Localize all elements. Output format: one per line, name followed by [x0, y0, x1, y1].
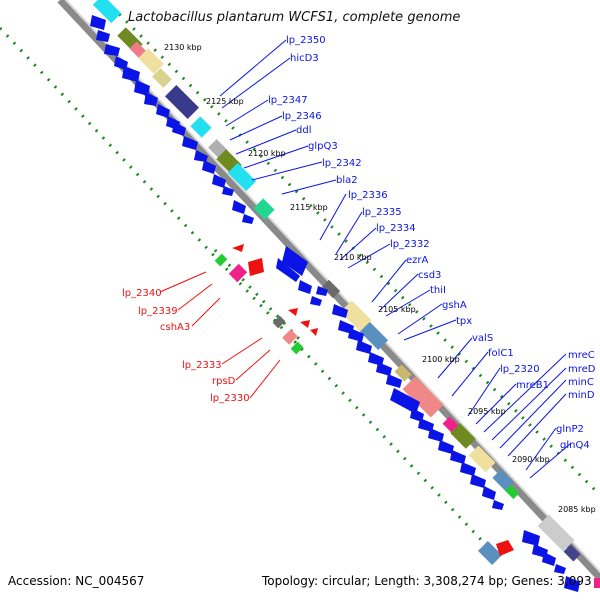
inner-dotted-track-2	[213, 248, 302, 342]
gene-label: minD	[568, 390, 595, 401]
map-title: Lactobacillus plantarum WCFS1, complete …	[128, 10, 461, 25]
red-leader-lines	[159, 271, 281, 399]
tick-label: 2100 kbp	[422, 355, 460, 364]
gene-label: lp_2350	[286, 35, 326, 46]
blue-gene-arrows	[90, 15, 580, 592]
genome-summary-text: Topology: circular; Length: 3,308,274 bp…	[262, 574, 592, 588]
tick-label: 2120 kbp	[248, 149, 286, 158]
gene-label: minC	[568, 377, 594, 388]
inner-dotted-track	[0, 26, 502, 562]
gene-label: glnP2	[556, 424, 584, 435]
gene-label: lp_2347	[268, 95, 308, 106]
gene-label: gshA	[442, 300, 467, 311]
gene-label: lp_2342	[322, 158, 362, 169]
gene-label: tpx	[456, 316, 472, 327]
tick-label: 2115 kbp	[290, 203, 328, 212]
gene-label: csd3	[418, 270, 441, 281]
gene-label: lp_2335	[362, 207, 402, 218]
gene-label: lp_2346	[282, 111, 322, 122]
tick-label: 2105 kbp	[378, 305, 416, 314]
red-gene-labels: lp_2340 lp_2339 cshA3 lp_2333 rpsD lp_23…	[122, 288, 250, 404]
gene-label: lp_2339	[138, 306, 178, 317]
gene-label: lp_2332	[390, 239, 430, 250]
gene-label: thiI	[430, 285, 446, 296]
gene-label: lp_2330	[210, 393, 250, 404]
gene-label: folC1	[488, 348, 514, 359]
gene-label: rpsD	[212, 376, 236, 387]
tick-label: 2125 kbp	[206, 97, 244, 106]
tick-label: 2110 kbp	[334, 253, 372, 262]
gene-label: glpQ3	[308, 141, 338, 152]
gene-label: lp_2333	[182, 360, 222, 371]
tick-label: 2095 kbp	[468, 407, 506, 416]
gene-label: mreB1	[516, 380, 549, 391]
gene-label: ddl	[296, 125, 311, 136]
gene-label: ezrA	[406, 255, 429, 266]
gene-label: cshA3	[160, 322, 190, 333]
gene-label: lp_2336	[348, 190, 388, 201]
red-gene-arrows	[214, 244, 514, 556]
gene-label: glnQ4	[560, 440, 590, 451]
gene-label: bla2	[336, 175, 358, 186]
gene-label: hicD3	[290, 53, 319, 64]
accession-text: Accession: NC_004567	[8, 574, 145, 588]
gene-label: mreC	[568, 350, 595, 361]
gene-label: lp_2320	[500, 364, 540, 375]
gene-label: lp_2334	[376, 223, 416, 234]
tick-label: 2085 kbp	[558, 505, 596, 514]
kbp-tick-labels: 2130 kbp 2125 kbp 2120 kbp 2115 kbp 2110…	[164, 43, 596, 514]
gene-label: mreD	[568, 364, 596, 375]
blue-leader-lines	[219, 39, 571, 479]
tick-label: 2090 kbp	[512, 455, 550, 464]
feature-boxes	[92, 0, 600, 588]
tick-label: 2130 kbp	[164, 43, 202, 52]
outer-dotted-track	[103, 0, 600, 497]
gene-label: lp_2340	[122, 288, 162, 299]
gene-label: valS	[472, 333, 493, 344]
blue-gene-labels: lp_2350 hicD3 lp_2347 lp_2346 ddl glpQ3 …	[268, 35, 596, 451]
